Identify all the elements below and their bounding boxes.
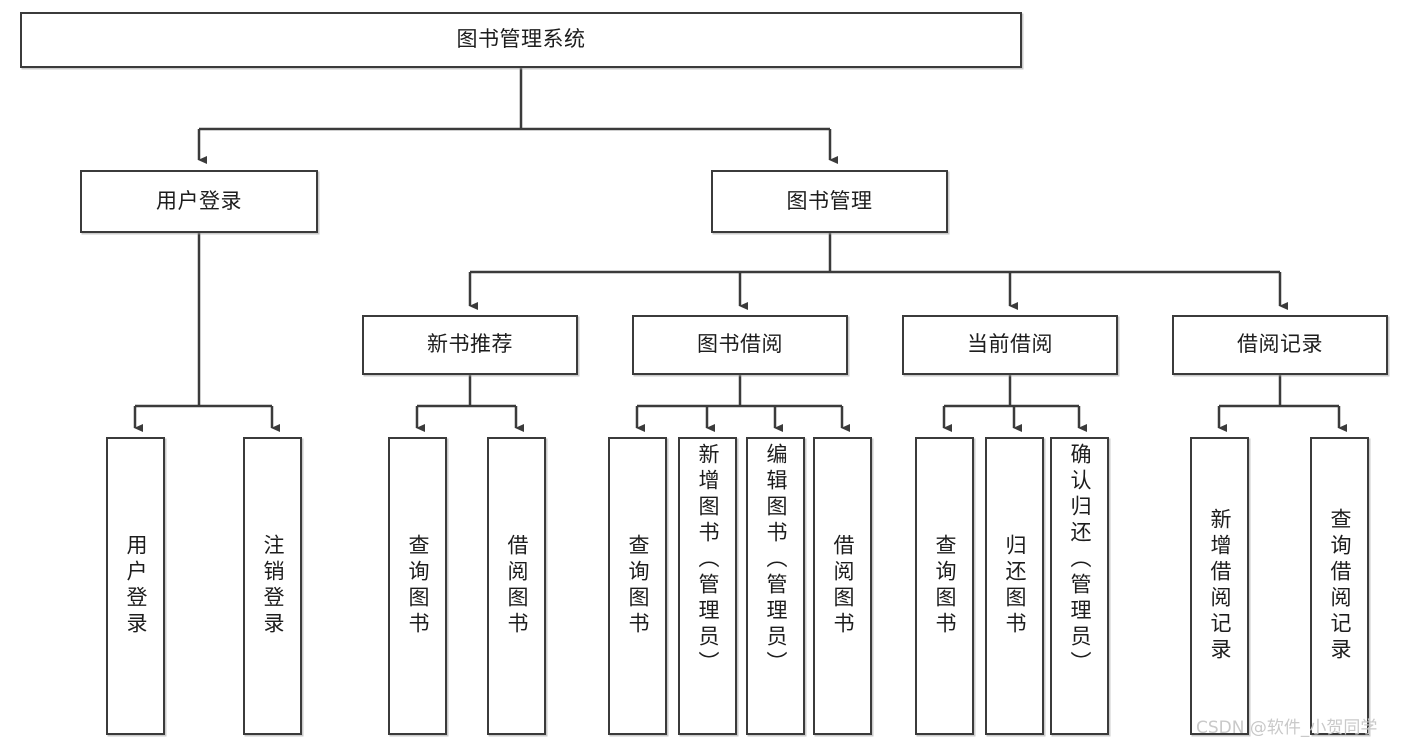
leaf-user-logout[interactable]: 注销登录: [243, 437, 302, 735]
leaf-user-login-label: 用户登录: [124, 534, 148, 638]
leaf-query-book-1-label: 查询图书: [406, 534, 430, 638]
leaf-add-borrow-record-label: 新增借阅记录: [1208, 508, 1232, 664]
node-current-borrow-label: 当前借阅: [967, 332, 1053, 357]
leaf-add-book-admin[interactable]: 新增图书（管理员）: [678, 437, 737, 735]
leaf-borrow-book-1[interactable]: 借阅图书: [487, 437, 546, 735]
node-user-login[interactable]: 用户登录: [80, 170, 318, 233]
node-current-borrow[interactable]: 当前借阅: [902, 315, 1118, 375]
leaf-borrow-book-1-label: 借阅图书: [505, 534, 529, 638]
leaf-query-book-3-label: 查询图书: [933, 534, 957, 638]
node-borrow-record-label: 借阅记录: [1237, 332, 1323, 357]
node-book-borrow[interactable]: 图书借阅: [632, 315, 848, 375]
leaf-query-borrow-record-label: 查询借阅记录: [1328, 508, 1352, 664]
leaf-return-book[interactable]: 归还图书: [985, 437, 1044, 735]
node-user-login-label: 用户登录: [156, 188, 242, 213]
leaf-user-logout-label: 注销登录: [261, 534, 285, 638]
node-root[interactable]: 图书管理系统: [20, 12, 1022, 68]
node-book-management[interactable]: 图书管理: [711, 170, 948, 233]
leaf-query-borrow-record[interactable]: 查询借阅记录: [1310, 437, 1369, 735]
leaf-edit-book-admin-label: 编辑图书（管理员）: [764, 443, 788, 677]
leaf-add-borrow-record[interactable]: 新增借阅记录: [1190, 437, 1249, 735]
leaf-query-book-2[interactable]: 查询图书: [608, 437, 667, 735]
leaf-user-login[interactable]: 用户登录: [106, 437, 165, 735]
leaf-confirm-return-admin[interactable]: 确认归还（管理员）: [1050, 437, 1109, 735]
node-book-management-label: 图书管理: [786, 188, 873, 213]
node-root-label: 图书管理系统: [456, 27, 586, 52]
node-new-book-recommend-label: 新书推荐: [427, 332, 513, 357]
leaf-return-book-label: 归还图书: [1003, 534, 1027, 638]
leaf-borrow-book-2-label: 借阅图书: [831, 534, 855, 638]
leaf-confirm-return-admin-label: 确认归还（管理员）: [1068, 443, 1092, 677]
leaf-add-book-admin-label: 新增图书（管理员）: [696, 443, 720, 677]
node-book-borrow-label: 图书借阅: [697, 332, 783, 357]
node-borrow-record[interactable]: 借阅记录: [1172, 315, 1388, 375]
leaf-query-book-3[interactable]: 查询图书: [915, 437, 974, 735]
watermark-text: CSDN @软件_小贺同学: [1196, 718, 1378, 738]
leaf-query-book-1[interactable]: 查询图书: [388, 437, 447, 735]
leaf-borrow-book-2[interactable]: 借阅图书: [813, 437, 872, 735]
leaf-edit-book-admin[interactable]: 编辑图书（管理员）: [746, 437, 805, 735]
node-new-book-recommend[interactable]: 新书推荐: [362, 315, 578, 375]
leaf-query-book-2-label: 查询图书: [626, 534, 650, 638]
